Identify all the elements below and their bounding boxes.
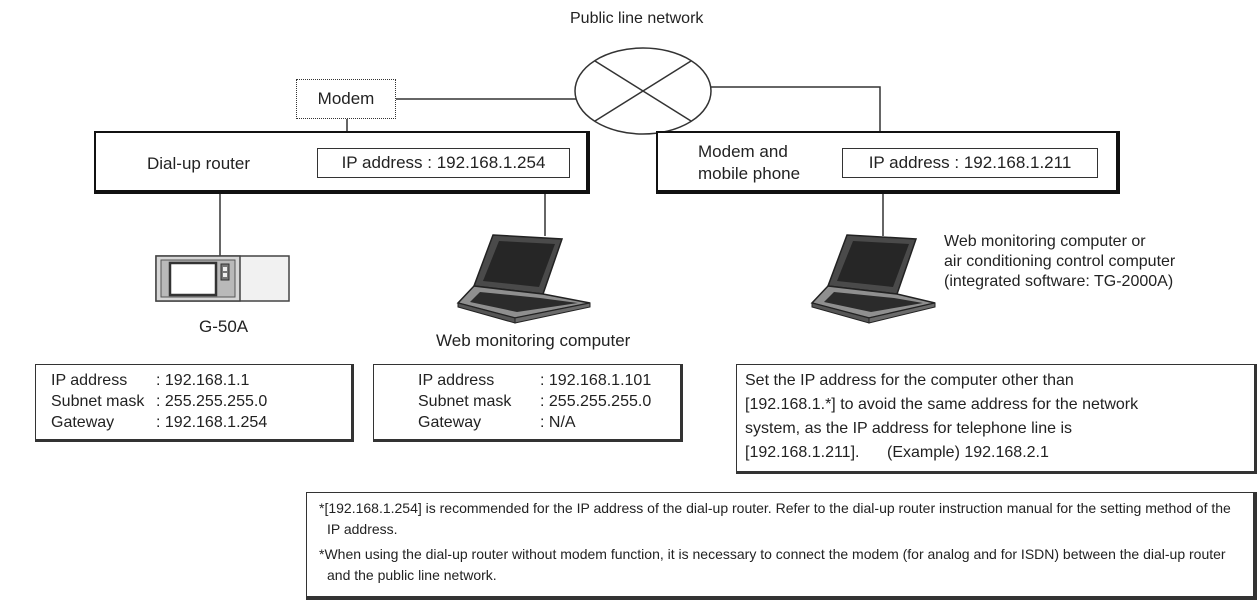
mobile-name: Modem and mobile phone bbox=[698, 141, 800, 185]
mobile-name-line1: Modem and bbox=[698, 142, 788, 161]
remote-note-line1: Set the IP address for the computer othe… bbox=[745, 372, 1074, 389]
router-name: Dial-up router bbox=[147, 154, 250, 173]
modem-label: Modem bbox=[317, 89, 375, 108]
web-pc-subnet-value: : 255.255.255.0 bbox=[540, 393, 652, 410]
remote-note-line2: [192.168.1.*] to avoid the same address … bbox=[745, 396, 1139, 413]
dialup-router-box: Dial-up router IP address : 192.168.1.25… bbox=[94, 131, 590, 194]
web-pc-gateway-row: Gateway : N/A bbox=[418, 412, 680, 433]
footnote-box: *[192.168.1.254] is recommended for the … bbox=[306, 492, 1257, 600]
web-pc-ip-value: : 192.168.1.101 bbox=[540, 372, 652, 389]
web-pc-settings-box: IP address : 192.168.1.101 Subnet mask : 2… bbox=[373, 364, 683, 442]
web-pc-subnet-key: Subnet mask bbox=[418, 393, 512, 410]
web-pc-laptop-icon bbox=[456, 234, 591, 324]
remote-note-example: (Example) 192.168.2.1 bbox=[887, 444, 1049, 461]
web-pc-label: Web monitoring computer bbox=[436, 331, 631, 350]
g50a-ip-key: IP address bbox=[51, 372, 128, 389]
mobile-name-line2: mobile phone bbox=[698, 164, 801, 183]
remote-note-line4: [192.168.1.211]. (Example) 192.168.2.1 bbox=[745, 441, 1246, 465]
remote-pc-label-line2: air conditioning control computer bbox=[944, 253, 1176, 270]
public-network-label: Public line network bbox=[570, 10, 704, 27]
remote-note-line4-a: [192.168.1.211]. bbox=[745, 444, 860, 461]
g50a-ip-row: IP address : 192.168.1.1 bbox=[51, 370, 351, 391]
public-network-icon bbox=[574, 47, 712, 135]
web-pc-ip-key: IP address bbox=[418, 372, 495, 389]
mobile-ip-address: IP address : 192.168.1.211 bbox=[842, 148, 1098, 178]
g50a-subnet-row: Subnet mask : 255.255.255.0 bbox=[51, 391, 351, 412]
web-pc-subnet-row: Subnet mask : 255.255.255.0 bbox=[418, 391, 680, 412]
remote-pc-label: Web monitoring computer or air condition… bbox=[944, 232, 1175, 292]
remote-pc-ip-note: Set the IP address for the computer othe… bbox=[736, 364, 1257, 474]
remote-pc-laptop-icon bbox=[810, 234, 936, 324]
remote-pc-label-line1: Web monitoring computer or bbox=[944, 233, 1146, 250]
footnote-2: *When using the dial-up router without m… bbox=[319, 546, 1226, 583]
remote-note-line3: system, as the IP address for telephone … bbox=[745, 420, 1072, 437]
g50a-subnet-value: : 255.255.255.0 bbox=[156, 393, 268, 410]
g50a-settings-box: IP address : 192.168.1.1 Subnet mask : 255… bbox=[35, 364, 354, 442]
web-pc-gateway-key: Gateway bbox=[418, 414, 482, 431]
modem-box: Modem bbox=[296, 79, 396, 119]
g50a-ip-value: : 192.168.1.1 bbox=[156, 372, 250, 389]
g50a-gateway-key: Gateway bbox=[51, 414, 115, 431]
router-ip-address: IP address : 192.168.1.254 bbox=[317, 148, 570, 178]
web-pc-ip-row: IP address : 192.168.1.101 bbox=[418, 370, 680, 391]
network-mobile-link bbox=[710, 86, 881, 131]
g50a-controller-icon bbox=[155, 255, 290, 302]
web-pc-gateway-value: : N/A bbox=[540, 414, 576, 431]
g50a-gateway-row: Gateway : 192.168.1.254 bbox=[51, 412, 351, 433]
g50a-subnet-key: Subnet mask bbox=[51, 393, 145, 410]
g50a-label: G-50A bbox=[199, 317, 249, 336]
modem-mobile-box: Modem and mobile phone IP address : 192.… bbox=[656, 131, 1120, 194]
g50a-gateway-value: : 192.168.1.254 bbox=[156, 414, 268, 431]
footnote-1: *[192.168.1.254] is recommended for the … bbox=[319, 500, 1231, 537]
remote-pc-label-line3: (integrated software: TG-2000A) bbox=[944, 273, 1174, 290]
